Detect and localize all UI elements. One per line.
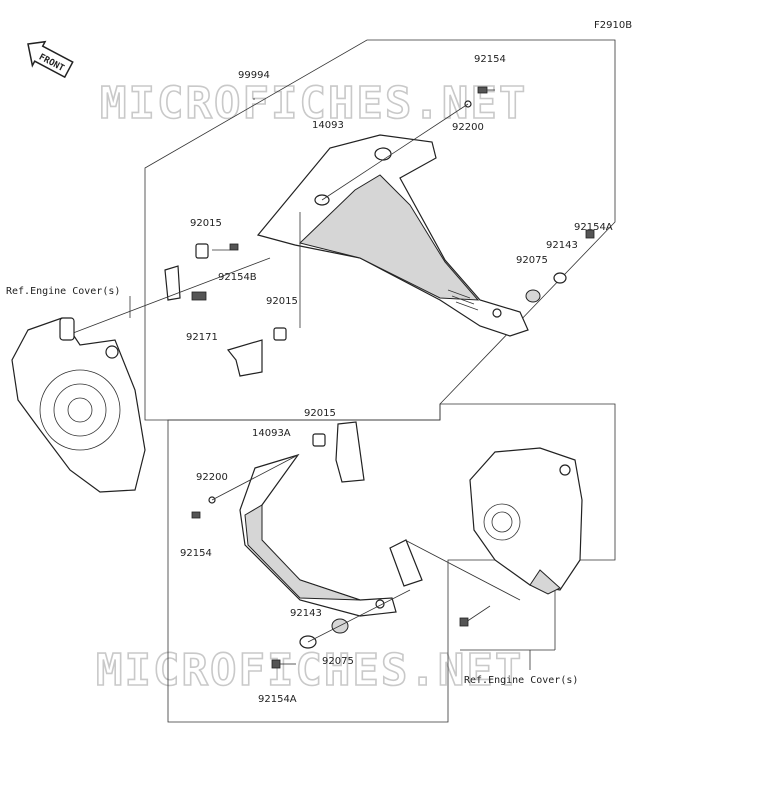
front-arrow-icon: FRONT xyxy=(27,40,74,79)
watermark-bottom: MICROFICHES.NET xyxy=(96,645,523,696)
lower-kit-outline xyxy=(167,403,616,723)
engine-cover-left xyxy=(11,317,146,493)
part-label-14093A: 14093A xyxy=(252,428,291,439)
frame-slider-lower xyxy=(239,453,397,617)
bracket-lower-mid-icon xyxy=(389,539,423,587)
bracket-upper-right-icon xyxy=(226,339,263,377)
ref-engine-cover-left: Ref.Engine Cover(s) xyxy=(6,286,120,297)
part-label-92075-bot: 92075 xyxy=(322,656,354,667)
collar-92015-b-icon xyxy=(273,327,287,341)
part-label-92154-top: 92154 xyxy=(474,54,506,65)
engine-cover-right xyxy=(469,447,583,595)
part-label-92143-top: 92143 xyxy=(546,240,578,251)
part-label-92171: 92171 xyxy=(186,332,218,343)
watermark-top: MICROFICHES.NET xyxy=(100,78,527,129)
part-label-92154A-top: 92154A xyxy=(574,222,613,233)
damper-92075-top-icon xyxy=(525,289,541,303)
washer-92143-top-icon xyxy=(553,272,567,284)
clip-92171-icon xyxy=(191,291,207,301)
part-label-92075-top: 92075 xyxy=(516,255,548,266)
bolt-92154A-top-icon xyxy=(585,229,595,239)
part-label-92154A-bot: 92154A xyxy=(258,694,297,705)
part-label-99994: 99994 xyxy=(238,70,270,81)
bolt-92154B-icon xyxy=(212,243,239,251)
part-label-92015-c: 92015 xyxy=(304,408,336,419)
part-label-92200-top: 92200 xyxy=(452,122,484,133)
frame-slider-upper xyxy=(256,134,529,337)
part-label-92154B: 92154B xyxy=(218,272,257,283)
collar-92015-a-icon xyxy=(195,243,209,259)
part-label-14093: 14093 xyxy=(312,120,344,131)
collar-92015-c-icon xyxy=(312,433,326,447)
part-label-92015-a: 92015 xyxy=(190,218,222,229)
bolt-right-cover-icon xyxy=(459,617,469,627)
part-label-92143-bot: 92143 xyxy=(290,608,322,619)
figure-code: F2910B xyxy=(594,20,632,31)
bolt-92154-bot-icon xyxy=(191,511,201,519)
part-label-92015-b: 92015 xyxy=(266,296,298,307)
bracket-upper-left-icon xyxy=(164,265,181,301)
bolt-92154A-bot-icon xyxy=(271,659,296,669)
bracket-lower-top-icon xyxy=(335,421,365,483)
bolt-92154-top-icon xyxy=(477,86,495,94)
ref-engine-cover-right: Ref.Engine Cover(s) xyxy=(464,675,578,686)
part-label-92200-bot: 92200 xyxy=(196,472,228,483)
part-label-92154-bot: 92154 xyxy=(180,548,212,559)
